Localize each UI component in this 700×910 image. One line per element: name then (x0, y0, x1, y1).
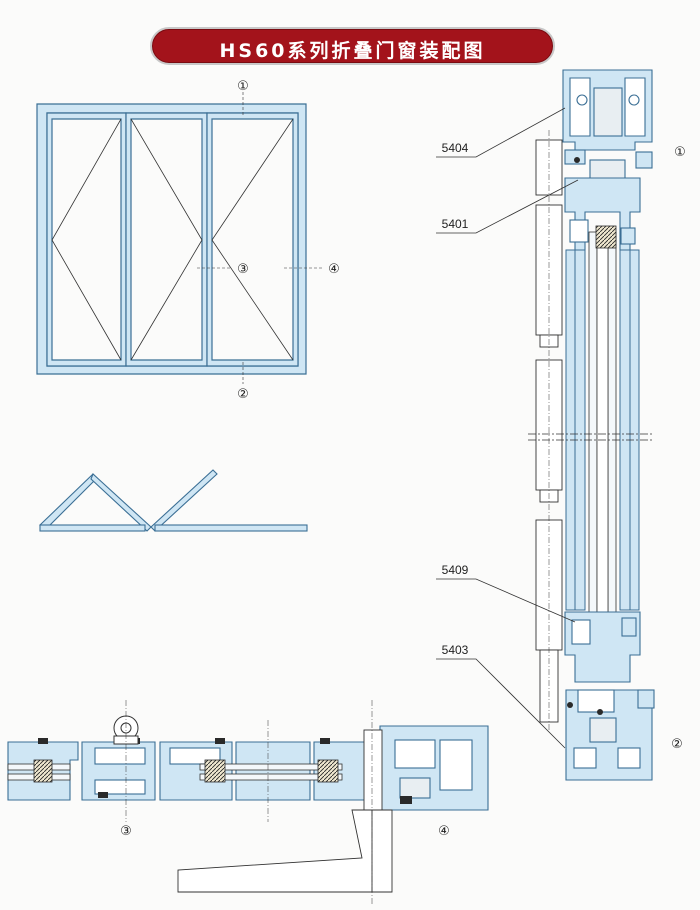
section-lines (197, 92, 322, 384)
horizontal-seals (33, 759, 339, 783)
vertical-section (528, 69, 655, 781)
head-frame-profile (562, 69, 653, 181)
hinge-column (535, 139, 563, 723)
part-label-5404: 5404 (442, 141, 469, 155)
sash-panel-1 (46, 112, 127, 367)
part-label-5403: 5403 (442, 643, 469, 657)
marker-4-elevation: ④ (328, 262, 340, 277)
glass-pane (588, 231, 617, 623)
sash-stiles (565, 249, 640, 611)
front-elevation (36, 103, 307, 375)
mid-break-lines (528, 433, 652, 441)
horizontal-profiles (7, 725, 489, 811)
sill-seals (567, 157, 603, 715)
title-banner: HS60系列折叠门窗装配图 (150, 27, 555, 65)
marker-2-section: ② (671, 737, 683, 752)
leader-lines (436, 107, 579, 749)
marker-2-elevation: ② (237, 387, 249, 402)
sill-frame-profile (565, 689, 655, 781)
part-label-5401: 5401 (442, 217, 469, 231)
sash-panel-2 (125, 112, 208, 367)
marker-1-section: ① (674, 145, 686, 160)
section-centerlines (125, 700, 373, 905)
opening-lines (51, 118, 294, 361)
folding-schematic (39, 469, 308, 532)
page-title: HS60系列折叠门窗装配图 (219, 40, 486, 62)
part-label-5409: 5409 (442, 563, 469, 577)
marker-3-elevation: ③ (237, 262, 249, 277)
top-sash-profile (564, 177, 641, 251)
bottom-sash-profile (564, 611, 641, 683)
horizontal-section (7, 700, 489, 905)
sash-panel-3 (206, 112, 299, 367)
marker-3-section: ③ (120, 824, 132, 839)
outer-frame (36, 103, 307, 375)
marker-4-section: ④ (438, 824, 450, 839)
marker-1-elevation: ① (237, 79, 249, 94)
